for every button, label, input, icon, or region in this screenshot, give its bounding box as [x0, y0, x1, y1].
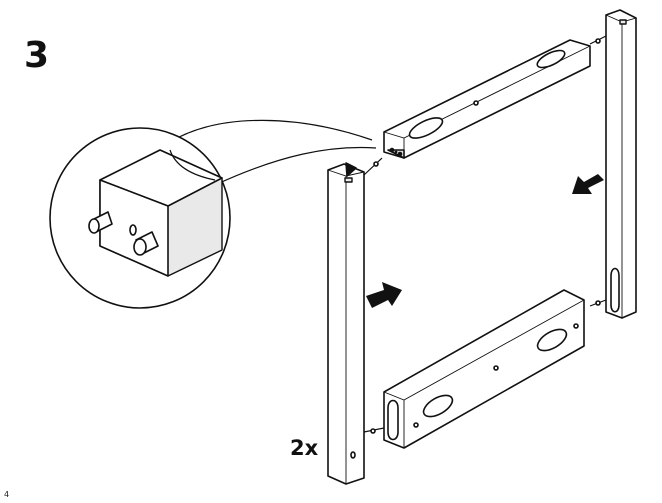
step-number: 3: [24, 35, 50, 76]
right-post: [589, 9, 637, 319]
top-rail: [383, 39, 591, 159]
dowel-pin-icon: [88, 211, 113, 234]
left-post: [327, 157, 385, 485]
bottom-rail: [383, 289, 585, 449]
dowel-pin-icon: [133, 231, 159, 256]
detail-callout: [49, 119, 377, 309]
quantity-label: 2x: [290, 436, 319, 460]
page-marker: 4: [4, 490, 10, 499]
push-arrow-right-icon: [366, 282, 402, 308]
push-arrow-left-icon: [572, 174, 604, 194]
